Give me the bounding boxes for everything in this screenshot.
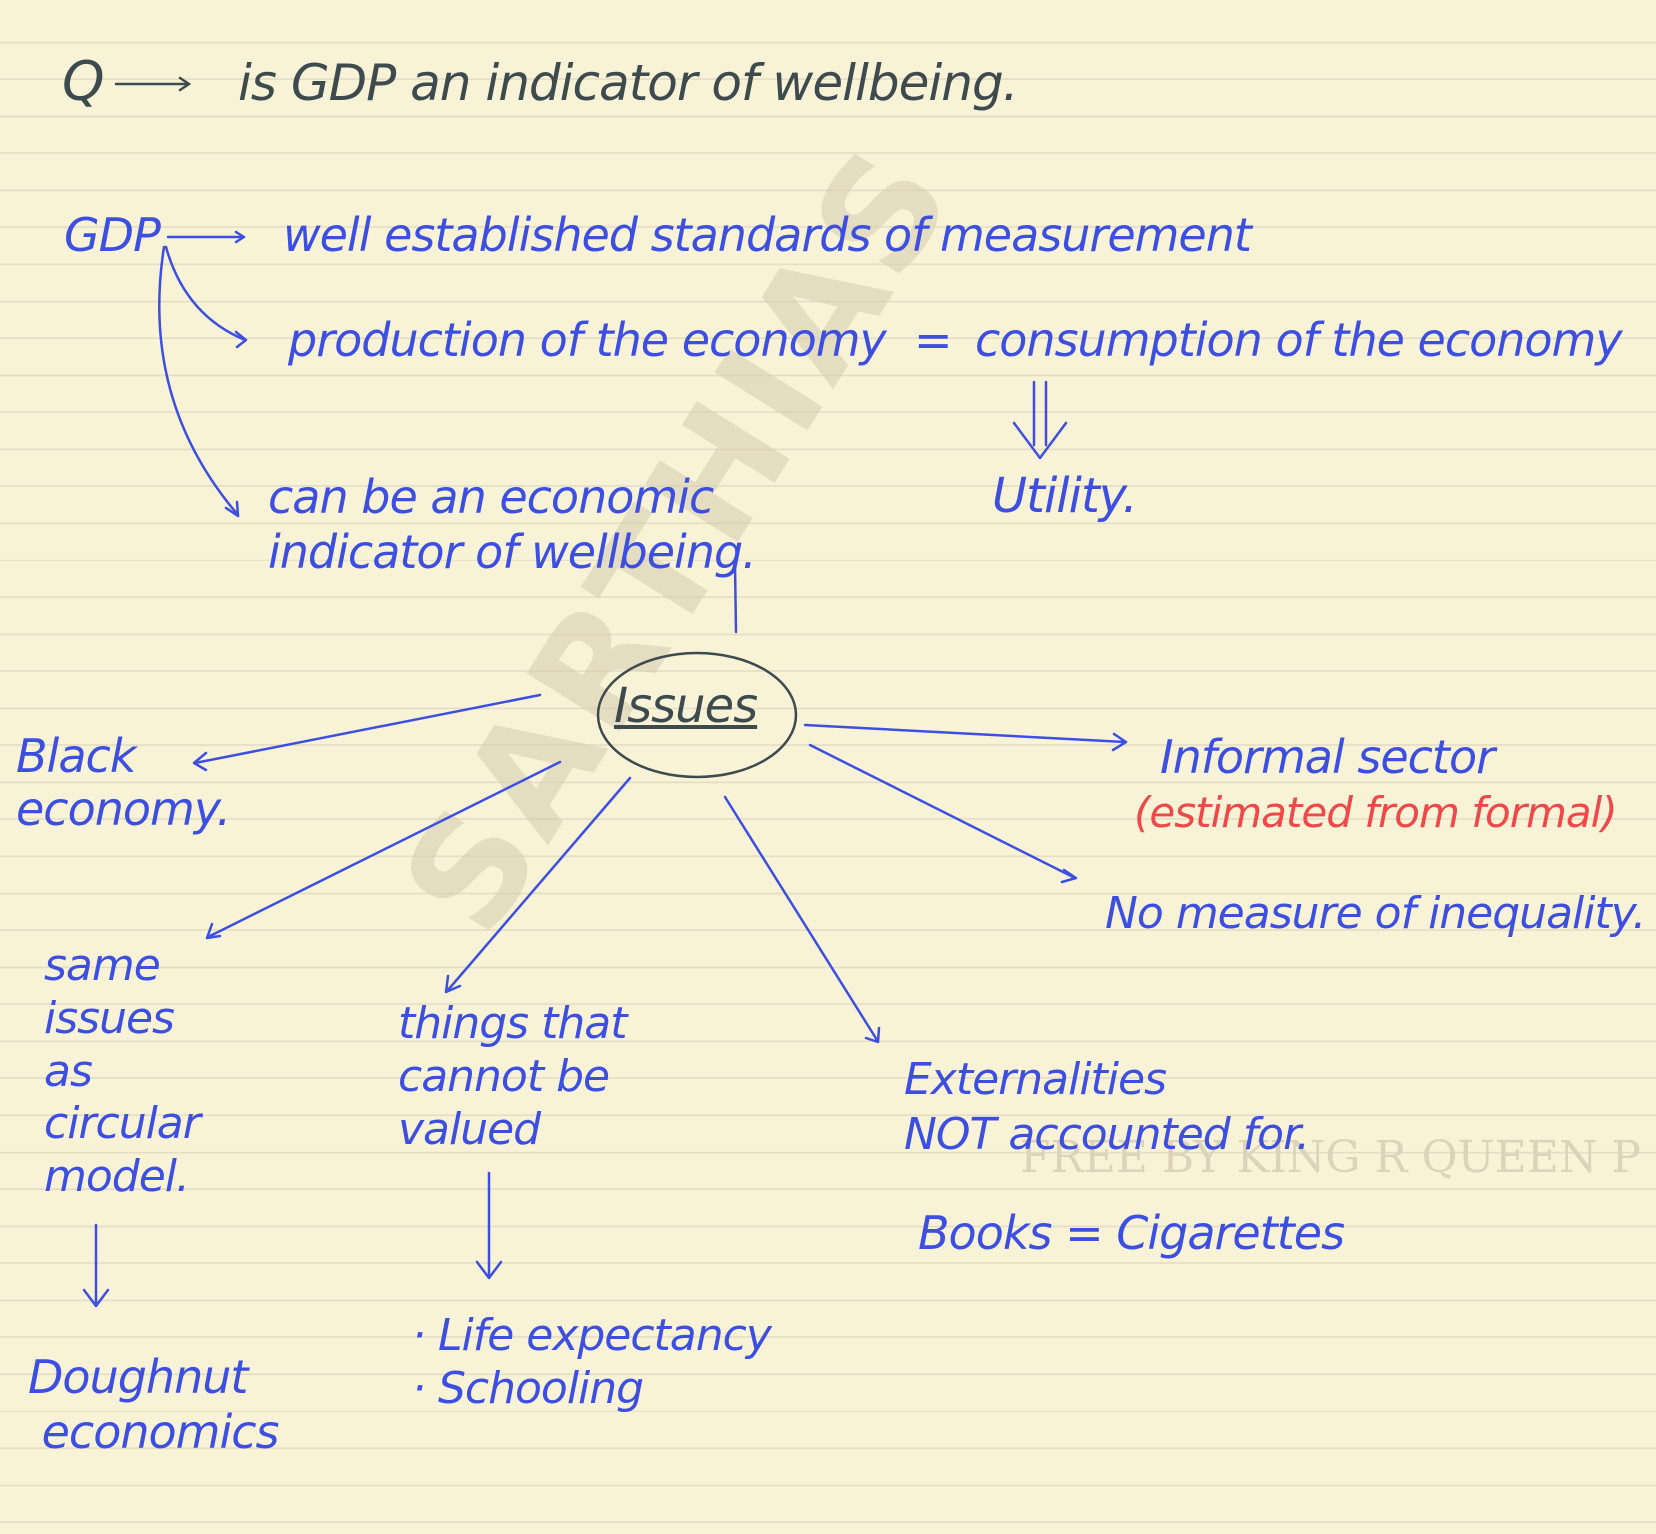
issue-externalities: Externalities NOT accounted for. bbox=[904, 1054, 1310, 1160]
arrowhead bbox=[475, 1260, 503, 1280]
arrow-issues-to-informal bbox=[803, 723, 1127, 744]
issue-black-economy: Black economy. bbox=[16, 729, 231, 836]
arrow-gdp-to-production bbox=[164, 245, 247, 342]
issues-center-label: Issues bbox=[614, 678, 758, 734]
issue-cannot-be-valued: things that cannot be valued bbox=[398, 998, 627, 1155]
arrowhead bbox=[234, 330, 248, 349]
line-indicator-to-issues bbox=[733, 563, 738, 634]
arrow-issues-to-externalities bbox=[723, 795, 879, 1042]
arrow-issues-to-circular bbox=[208, 760, 562, 938]
gdp-consumption: consumption of the economy bbox=[975, 313, 1623, 367]
equals-sign: = bbox=[914, 313, 953, 367]
doughnut-economics: Doughnut economics bbox=[28, 1350, 280, 1460]
arrowhead bbox=[205, 922, 222, 940]
arrow-consumption-to-utility bbox=[1032, 380, 1048, 447]
externalities-example: Books = Cigarettes bbox=[918, 1206, 1345, 1260]
gdp-point-standards: well established standards of measuremen… bbox=[283, 208, 1252, 262]
arrow-issues-to-inequality bbox=[808, 743, 1077, 880]
watermark-footer: FREE BY KING R QUEEN P bbox=[1020, 1132, 1641, 1183]
issue-informal-note: (estimated from formal) bbox=[1134, 788, 1618, 837]
cannot-value-examples: · Life expectancy · Schooling bbox=[412, 1310, 772, 1414]
arrowhead bbox=[864, 1026, 881, 1044]
arrowhead bbox=[178, 76, 192, 92]
question-text: is GDP an indicator of wellbeing. bbox=[238, 54, 1019, 112]
arrowhead bbox=[444, 974, 462, 994]
gdp-production: production of the economy bbox=[288, 313, 887, 367]
arrowhead bbox=[224, 500, 240, 518]
issues-ellipse bbox=[596, 651, 798, 779]
issue-inequality: No measure of inequality. bbox=[1105, 888, 1646, 939]
gdp-label: GDP bbox=[64, 208, 161, 262]
issue-circular-model: same issues as circular model. bbox=[44, 940, 201, 1203]
issue-informal-sector: Informal sector bbox=[1160, 730, 1495, 784]
arrow-gdp-to-indicator bbox=[158, 245, 240, 517]
arrowhead bbox=[192, 751, 208, 772]
arrowhead bbox=[234, 230, 246, 244]
arrowhead bbox=[1060, 868, 1078, 884]
arrowhead bbox=[1012, 421, 1068, 460]
arrow-issues-to-cannot-value bbox=[446, 776, 632, 992]
arrowhead bbox=[82, 1288, 110, 1308]
arrowhead bbox=[1111, 732, 1128, 752]
question-marker: Q bbox=[62, 50, 105, 113]
gdp-indicator-note: can be an economic indicator of wellbein… bbox=[268, 470, 757, 580]
arrow-issues-to-black-economy bbox=[193, 693, 542, 765]
utility-label: Utility. bbox=[992, 468, 1138, 524]
